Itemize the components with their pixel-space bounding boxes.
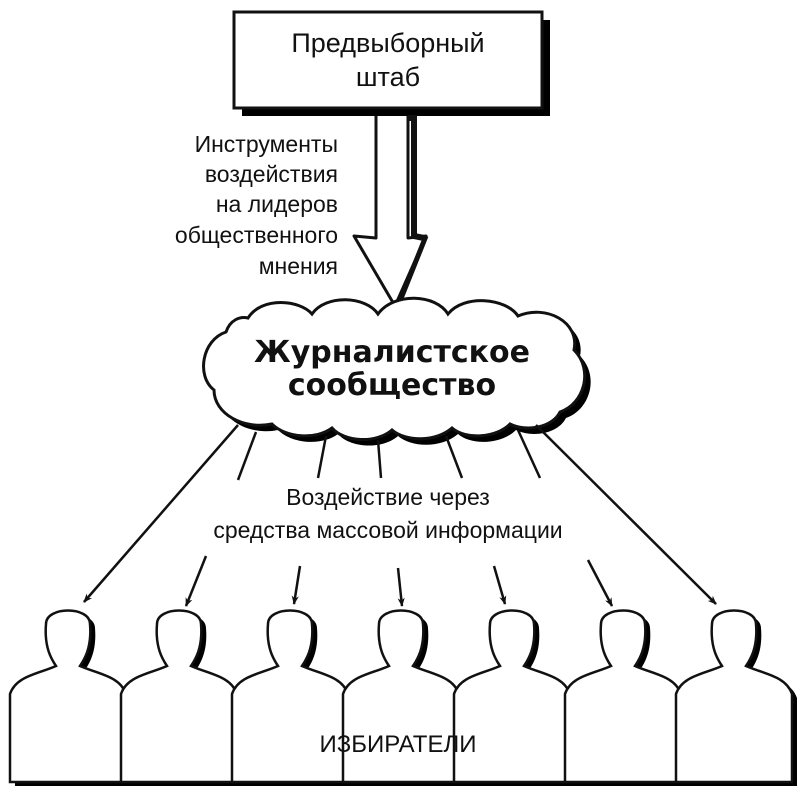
journalists-line2: сообщество xyxy=(288,368,496,403)
voters-group xyxy=(8,609,797,786)
arrow-to-voter-1 xyxy=(83,424,239,603)
tools-line-3: на лидеров xyxy=(216,191,338,217)
voter-figure xyxy=(452,609,575,786)
voter-figure xyxy=(230,609,353,786)
voter-figure xyxy=(563,609,686,786)
arrow-stub-4a xyxy=(376,439,383,479)
arrow-to-voter-2 xyxy=(184,555,208,607)
arrow-to-voter-5 xyxy=(492,565,507,605)
media-arrows xyxy=(83,424,717,607)
voter-figure xyxy=(119,609,242,786)
headquarters-title-line2: штаб xyxy=(356,62,420,92)
arrow-stub-3a xyxy=(316,435,328,479)
media-line1: Воздействие через xyxy=(286,484,490,510)
tools-label: Инструменты воздействия на лидеров общес… xyxy=(175,131,338,279)
voters-label: ИЗБИРАТЕЛИ xyxy=(320,731,477,758)
tools-line-4: общественного xyxy=(175,222,338,248)
voter-figure xyxy=(674,609,797,786)
arrow-stub-2a xyxy=(236,431,258,481)
tools-line-1: Инструменты xyxy=(195,131,338,157)
arrow-to-voter-6 xyxy=(586,559,614,607)
voter-figure xyxy=(8,609,131,786)
tools-line-2: воздействия xyxy=(205,161,338,187)
arrow-stub-6a xyxy=(516,429,542,479)
arrow-stub-5a xyxy=(444,435,464,479)
headquarters-box: Предвыборный штаб xyxy=(232,10,550,116)
journalists-line1: Журналистское xyxy=(254,335,530,370)
media-label: Воздействие через средства массовой инфо… xyxy=(213,484,562,543)
arrow-to-voter-3 xyxy=(291,565,302,605)
arrow-to-voter-4 xyxy=(396,567,405,607)
voter-figure xyxy=(341,609,464,786)
tools-line-5: мнения xyxy=(259,253,338,279)
media-line2: средства массовой информации xyxy=(213,517,562,543)
arrow-to-voter-7 xyxy=(535,424,717,605)
tools-arrow xyxy=(352,115,429,308)
headquarters-title-line1: Предвыборный xyxy=(291,28,484,58)
journalists-cloud: Журналистское сообщество xyxy=(202,296,591,446)
